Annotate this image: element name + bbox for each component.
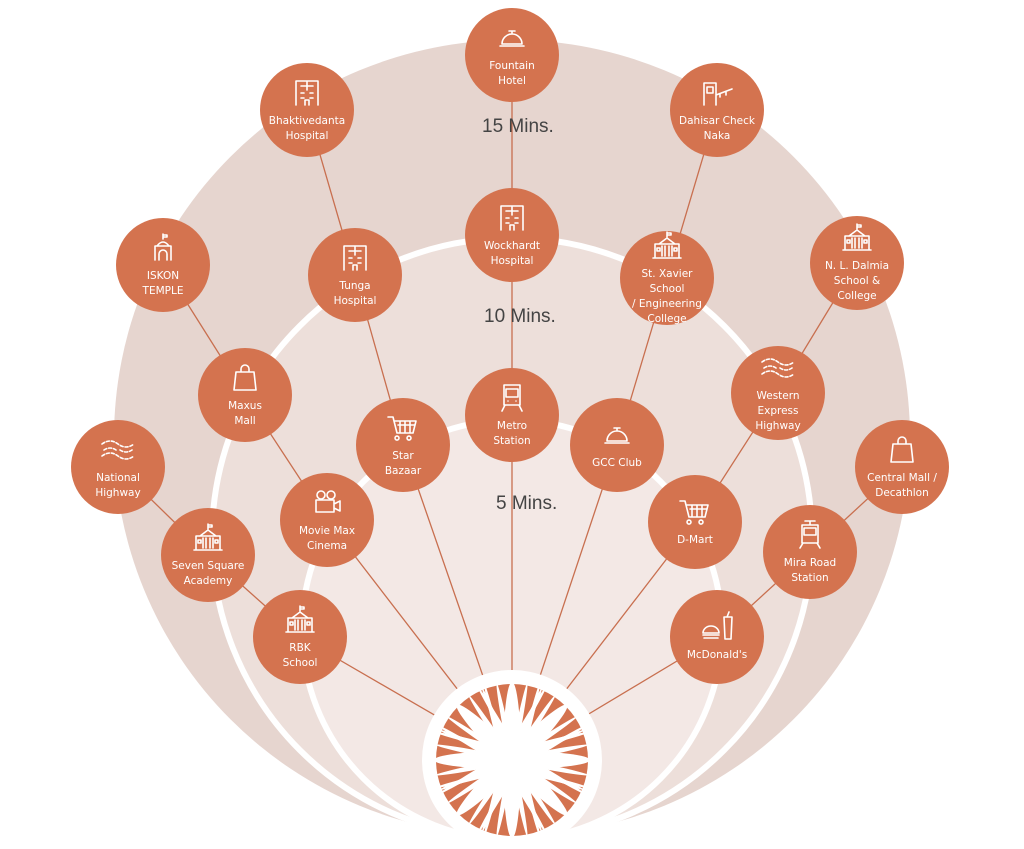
location-node: Star Bazaar [356,398,450,492]
location-node: National Highway [71,420,165,514]
hospital-icon [495,202,529,239]
school-icon [283,604,317,641]
school-icon [650,230,684,267]
location-label: Fountain Hotel [489,59,535,87]
school-icon [191,522,225,559]
location-node: Wockhardt Hospital [465,188,559,282]
location-label: McDonald's [686,649,748,661]
location-node: Movie Max Cinema [280,473,374,567]
location-node: Bhaktivedanta Hospital [260,63,354,157]
hospital-icon [338,242,372,279]
location-label: Wockhardt Hospital [483,239,541,267]
location-node: ISKON TEMPLE [116,218,210,312]
ring-label-5-mins: 5 Mins. [496,493,558,514]
road-icon [761,352,795,389]
location-node: Seven Square Academy [161,508,255,602]
location-node: Central Mall / Decathlon [855,420,949,514]
bell-icon [495,22,529,59]
location-label: Central Mall / Decathlon [867,471,937,499]
project-logo-emblem [422,670,602,849]
location-node: Tunga Hospital [308,228,402,322]
location-label: ISKON TEMPLE [142,269,184,297]
location-label: Tunga Hospital [333,279,377,307]
cart-icon [386,412,420,449]
location-node: RBK School [253,590,347,684]
location-node: Mira Road Station [763,505,857,599]
location-node: N. L. Dalmia School & College [810,216,904,310]
location-node: D-Mart [648,475,742,569]
location-label: N. L. Dalmia School & College [824,260,890,302]
location-label: Mira Road Station [783,556,837,584]
location-node: St. Xavier School / Engineering College [620,230,714,325]
location-label: Metro Station [493,419,531,447]
location-node: McDonald's [670,590,764,684]
location-label: D-Mart [677,534,713,546]
tram-icon [793,519,827,556]
location-node: Maxus Mall [198,348,292,442]
shopping-bag-icon [885,434,919,471]
location-label: Dahisar Check Naka [679,114,755,142]
ring-label-15-mins: 15 Mins. [482,116,554,137]
train-icon [495,382,529,419]
ring-label-10-mins: 10 Mins. [484,306,556,327]
location-label: St. Xavier School / Engineering College [632,267,702,325]
location-label: GCC Club [592,457,642,469]
movie-camera-icon [310,487,344,524]
cart-icon [678,496,712,533]
location-label: Western Express Highway [755,390,801,432]
location-node: Dahisar Check Naka [670,63,764,157]
location-label: National Highway [95,471,141,499]
road-icon [101,434,135,471]
location-label: Maxus Mall [228,399,262,427]
location-label: Star Bazaar [384,449,422,477]
location-label: Movie Max Cinema [298,524,356,552]
location-label: Seven Square Academy [171,559,245,587]
bell-icon [600,419,634,456]
location-node: Metro Station [465,368,559,462]
location-node: Fountain Hotel [465,8,559,102]
hospital-icon [290,77,324,114]
temple-icon [146,232,180,269]
school-icon [840,222,874,259]
location-label: RBK School [282,641,318,669]
burger-icon [700,611,734,648]
location-label: Bhaktivedanta Hospital [268,114,346,142]
location-node: GCC Club [570,398,664,492]
location-node: Western Express Highway [731,346,825,440]
shopping-bag-icon [228,362,262,399]
toll-booth-icon [700,77,734,114]
